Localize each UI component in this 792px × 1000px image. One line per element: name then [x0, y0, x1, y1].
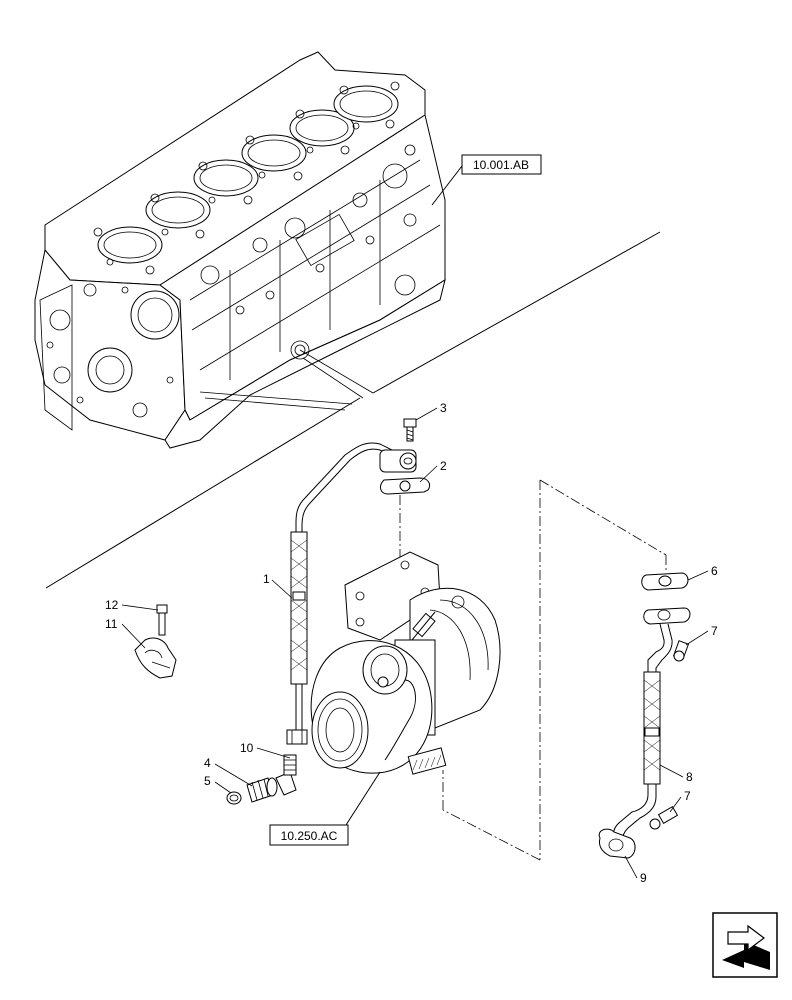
arrow-back-icon[interactable]	[712, 912, 778, 978]
alignment-lines	[399, 479, 667, 861]
block-side-details	[189, 144, 441, 380]
turbocharger-reference-label: 10.250.AC	[281, 829, 338, 843]
callout-6: 6	[711, 564, 718, 578]
callout-7-upper: 7	[711, 624, 718, 638]
bolt-3[interactable]	[403, 418, 417, 442]
turbocharger[interactable]	[310, 551, 501, 775]
callout-1: 1	[263, 572, 270, 586]
gasket-6[interactable]	[641, 572, 689, 591]
engine-block-reference-label: 10.001.AB	[473, 158, 529, 172]
callout-4: 4	[204, 756, 211, 770]
oil-feed-pipe[interactable]	[286, 442, 403, 745]
callout-12: 12	[105, 598, 119, 612]
block-front-details	[39, 283, 180, 431]
clamp-11[interactable]	[134, 637, 177, 679]
block-connection-leaders	[199, 349, 374, 411]
callouts: 1 2 3 4 5 10 11 12 6 7 7 8 9	[105, 401, 718, 885]
gasket-9[interactable]	[598, 828, 636, 859]
oil-drain-pipe[interactable]	[612, 607, 691, 843]
turbocharger-reference[interactable]: 10.250.AC	[269, 771, 381, 846]
bolt-7-lower[interactable]	[649, 805, 679, 830]
callout-5: 5	[204, 774, 211, 788]
gasket-2[interactable]	[380, 477, 431, 495]
callout-8: 8	[686, 770, 693, 784]
cylinder-bores	[97, 85, 399, 264]
callout-10: 10	[240, 741, 254, 755]
engine-block	[34, 51, 446, 449]
o-ring-5[interactable]	[226, 791, 242, 805]
elbow-fitting-10[interactable]	[275, 754, 297, 796]
bolt-7-upper[interactable]	[672, 640, 690, 662]
callout-7-lower: 7	[684, 789, 691, 803]
callout-3: 3	[440, 401, 447, 415]
callout-11: 11	[105, 617, 118, 631]
callout-2: 2	[440, 459, 447, 473]
adapter-fitting-4[interactable]	[246, 777, 278, 803]
bolt-12[interactable]	[156, 604, 168, 636]
pipe-banjo-fitting[interactable]	[379, 449, 417, 473]
engine-block-reference[interactable]: 10.001.AB	[431, 154, 542, 206]
head-bolt-holes	[93, 81, 400, 275]
section-dividers	[45, 231, 661, 589]
callout-9: 9	[640, 871, 647, 885]
